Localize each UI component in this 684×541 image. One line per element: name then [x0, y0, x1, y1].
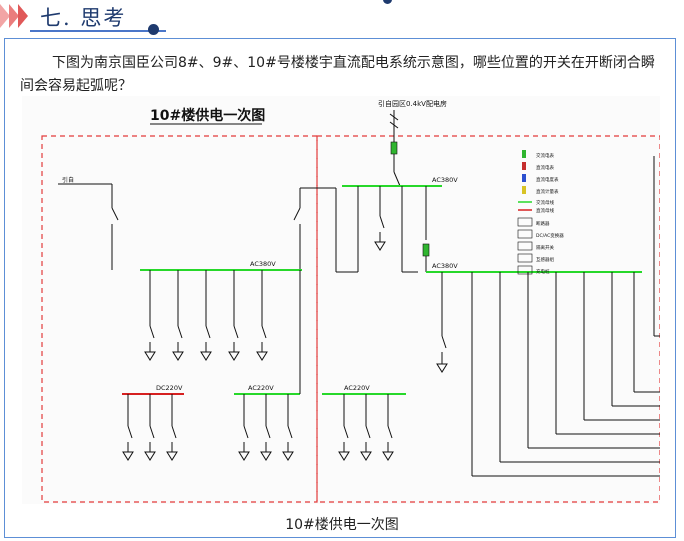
dashed-frame-right [316, 135, 661, 503]
svg-text:直流计量表: 直流计量表 [536, 188, 559, 195]
diagram-caption: 10#楼供电一次图 [285, 517, 399, 533]
bus-label-ac380-right: AC380V [432, 262, 458, 270]
svg-text:交流电表: 交流电表 [536, 152, 554, 159]
svg-text:DC/AC变换器: DC/AC变换器 [536, 232, 564, 239]
svg-text:直流电表: 直流电表 [536, 164, 554, 171]
svg-text:直流母线: 直流母线 [536, 207, 554, 214]
power-diagram-svg: 10#楼供电一次图 引自园区0.4kV配电房 AC380V 引自 [41, 99, 661, 503]
section-header: 七. 思考 [0, 0, 684, 35]
source-label: 引自园区0.4kV配电房 [378, 99, 447, 108]
svg-text:充电桩: 充电桩 [536, 268, 550, 275]
section-heading: 七. 思考 [40, 6, 127, 30]
source-breaker [390, 141, 398, 155]
diagram-title: 10#楼供电一次图 [150, 107, 265, 124]
bus-label-dc220: DC220V [156, 384, 183, 392]
header-dot [148, 24, 159, 35]
bus-label-ac380-top: AC380V [432, 176, 458, 184]
header-dot-top [383, 0, 392, 4]
bus-label-ac380-left: AC380V [250, 260, 276, 268]
dashed-frame-left [41, 135, 318, 503]
svg-text:互感器组: 互感器组 [536, 256, 554, 263]
question-text: 下图为南京国臣公司8#、9#、10#号楼楼宇直流配电系统示意图，哪些位置的开关在… [20, 55, 655, 94]
svg-text:断路器: 断路器 [536, 220, 550, 227]
svg-text:交流母线: 交流母线 [536, 199, 554, 206]
power-diagram: 10#楼供电一次图 引自园区0.4kV配电房 AC380V 引自 [22, 96, 661, 504]
header-underline [30, 30, 166, 32]
svg-text:直流电度表: 直流电度表 [536, 176, 559, 183]
content-frame [4, 38, 676, 538]
bus-label-ac220-left: AC220V [248, 384, 274, 392]
right-breaker [422, 243, 430, 257]
legend: 交流电表 直流电表 直流电度表 直流计量表 交流母线 直流母线 断路器 DC/A… [517, 150, 564, 275]
bus-label-ac220-mid: AC220V [344, 384, 370, 392]
chevron-right-icon [0, 4, 28, 28]
left-source-label: 引自 [62, 176, 74, 184]
svg-text:隔离开关: 隔离开关 [536, 244, 554, 251]
